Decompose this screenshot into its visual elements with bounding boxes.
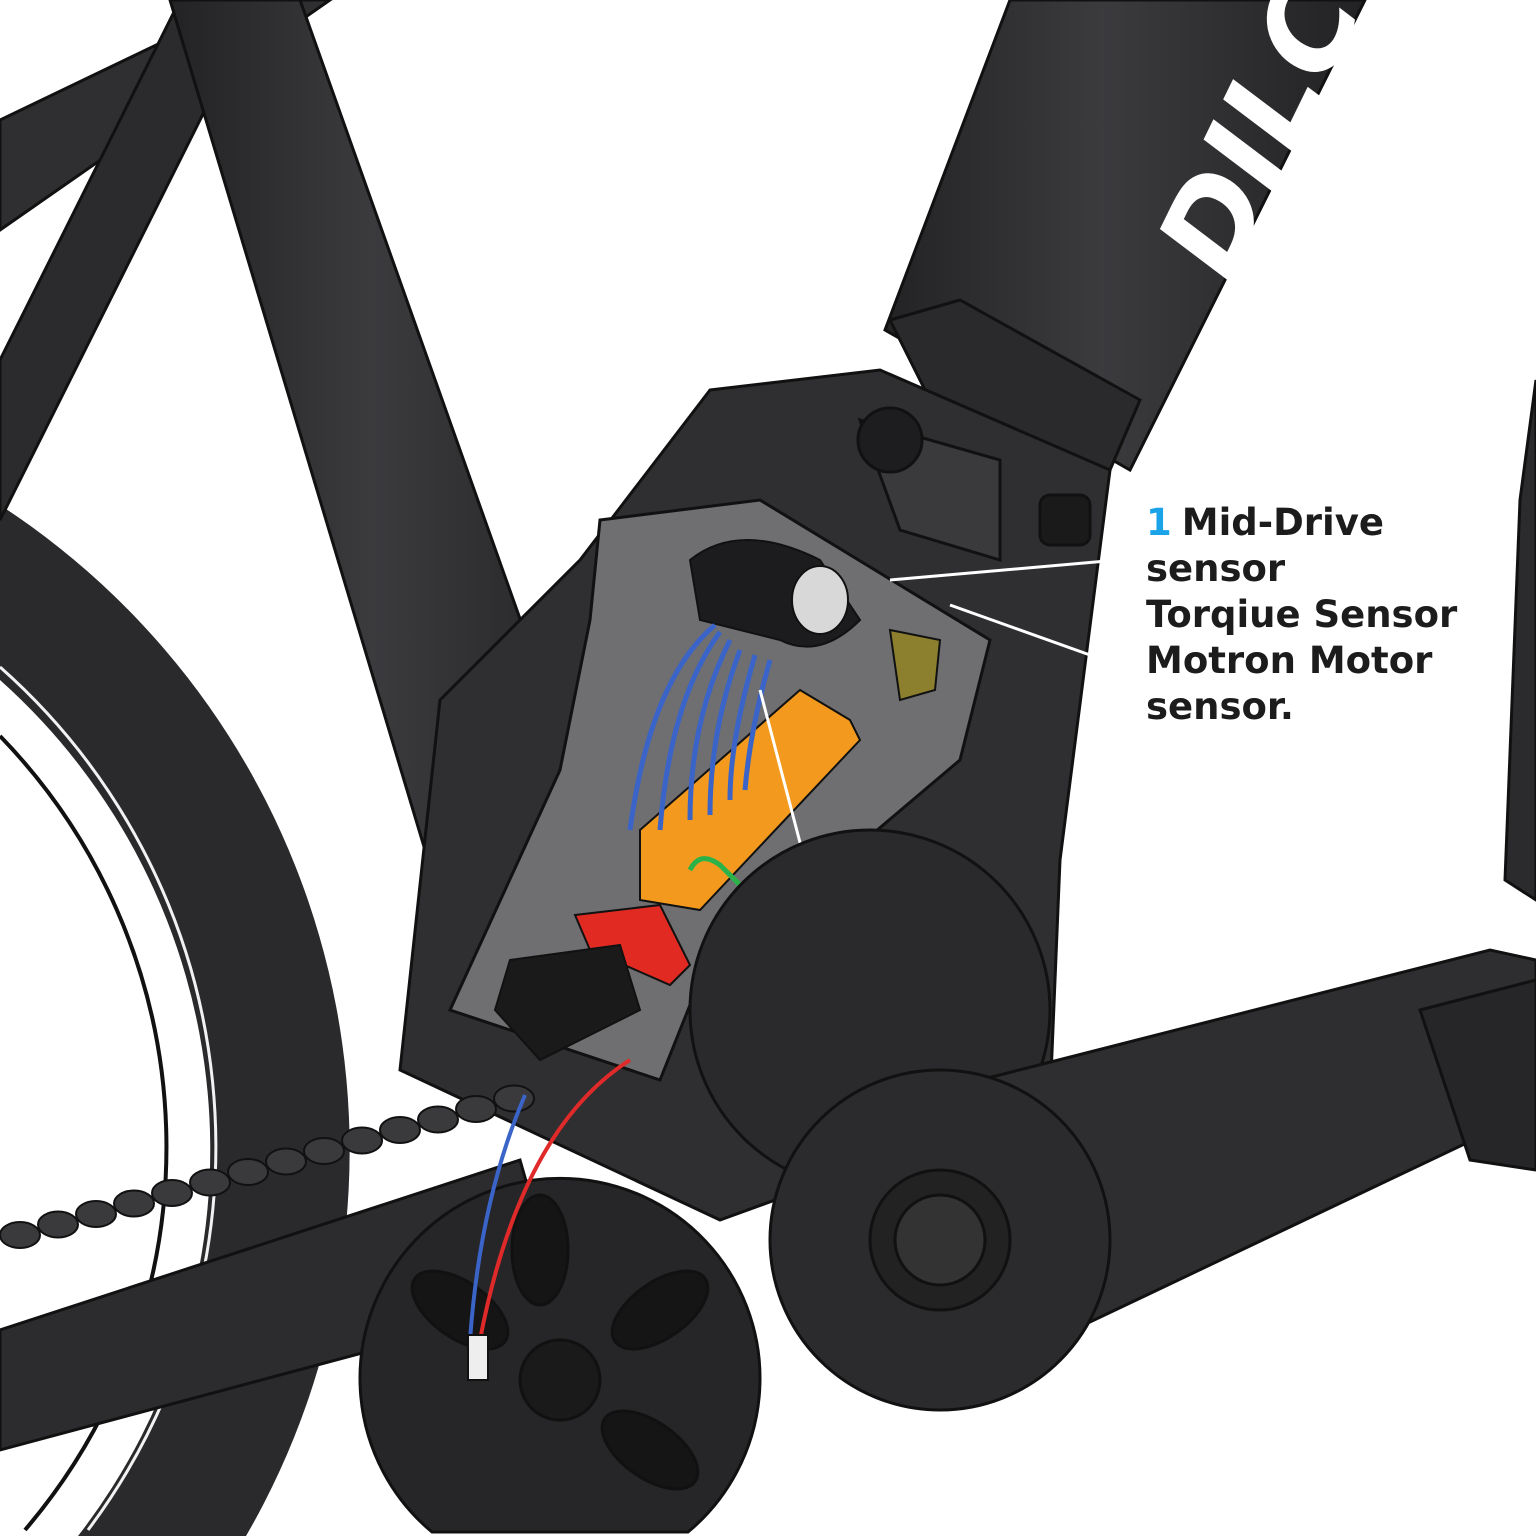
chain-link (455, 1095, 497, 1123)
callout-text: Mid-Drive (1181, 501, 1384, 544)
chain-link (113, 1189, 155, 1218)
torque-sensor (888, 628, 942, 702)
callout-line-2: sensor (1146, 547, 1286, 590)
red-component (573, 903, 692, 987)
chain-link (303, 1137, 345, 1165)
mount-bolt (856, 406, 924, 474)
right-frame-edge (1503, 379, 1536, 902)
sensor-assembly (493, 539, 942, 1062)
black-connector (493, 943, 642, 1062)
blue-wires (627, 623, 773, 831)
seat-stay (0, 0, 262, 521)
chain (0, 1084, 535, 1249)
external-cable (467, 1058, 632, 1381)
crank-assembly (358, 828, 1536, 1534)
chain-link (151, 1179, 193, 1207)
chain-link (37, 1210, 79, 1239)
chain-link (189, 1168, 231, 1197)
battery-end-cap (887, 298, 1142, 472)
chain-link (493, 1084, 535, 1113)
callout-number: 1 (1146, 501, 1172, 544)
battery-connector (1038, 493, 1092, 547)
chain-link (417, 1105, 459, 1134)
chain-link (265, 1147, 307, 1176)
callout-line-4: Motron Motor (1146, 639, 1433, 682)
control-board (639, 688, 862, 912)
chain-link (379, 1116, 421, 1144)
chainring-cutouts (410, 1193, 710, 1491)
chain-link (0, 1221, 41, 1249)
chain-link (75, 1200, 117, 1228)
chain-link (341, 1126, 383, 1155)
callout-line-5: sensor. (1146, 685, 1294, 728)
pedal (1418, 978, 1536, 1172)
chain-link (227, 1158, 269, 1186)
callout-line-3: Torqiue Sensor (1146, 593, 1458, 636)
green-wire (687, 856, 742, 887)
